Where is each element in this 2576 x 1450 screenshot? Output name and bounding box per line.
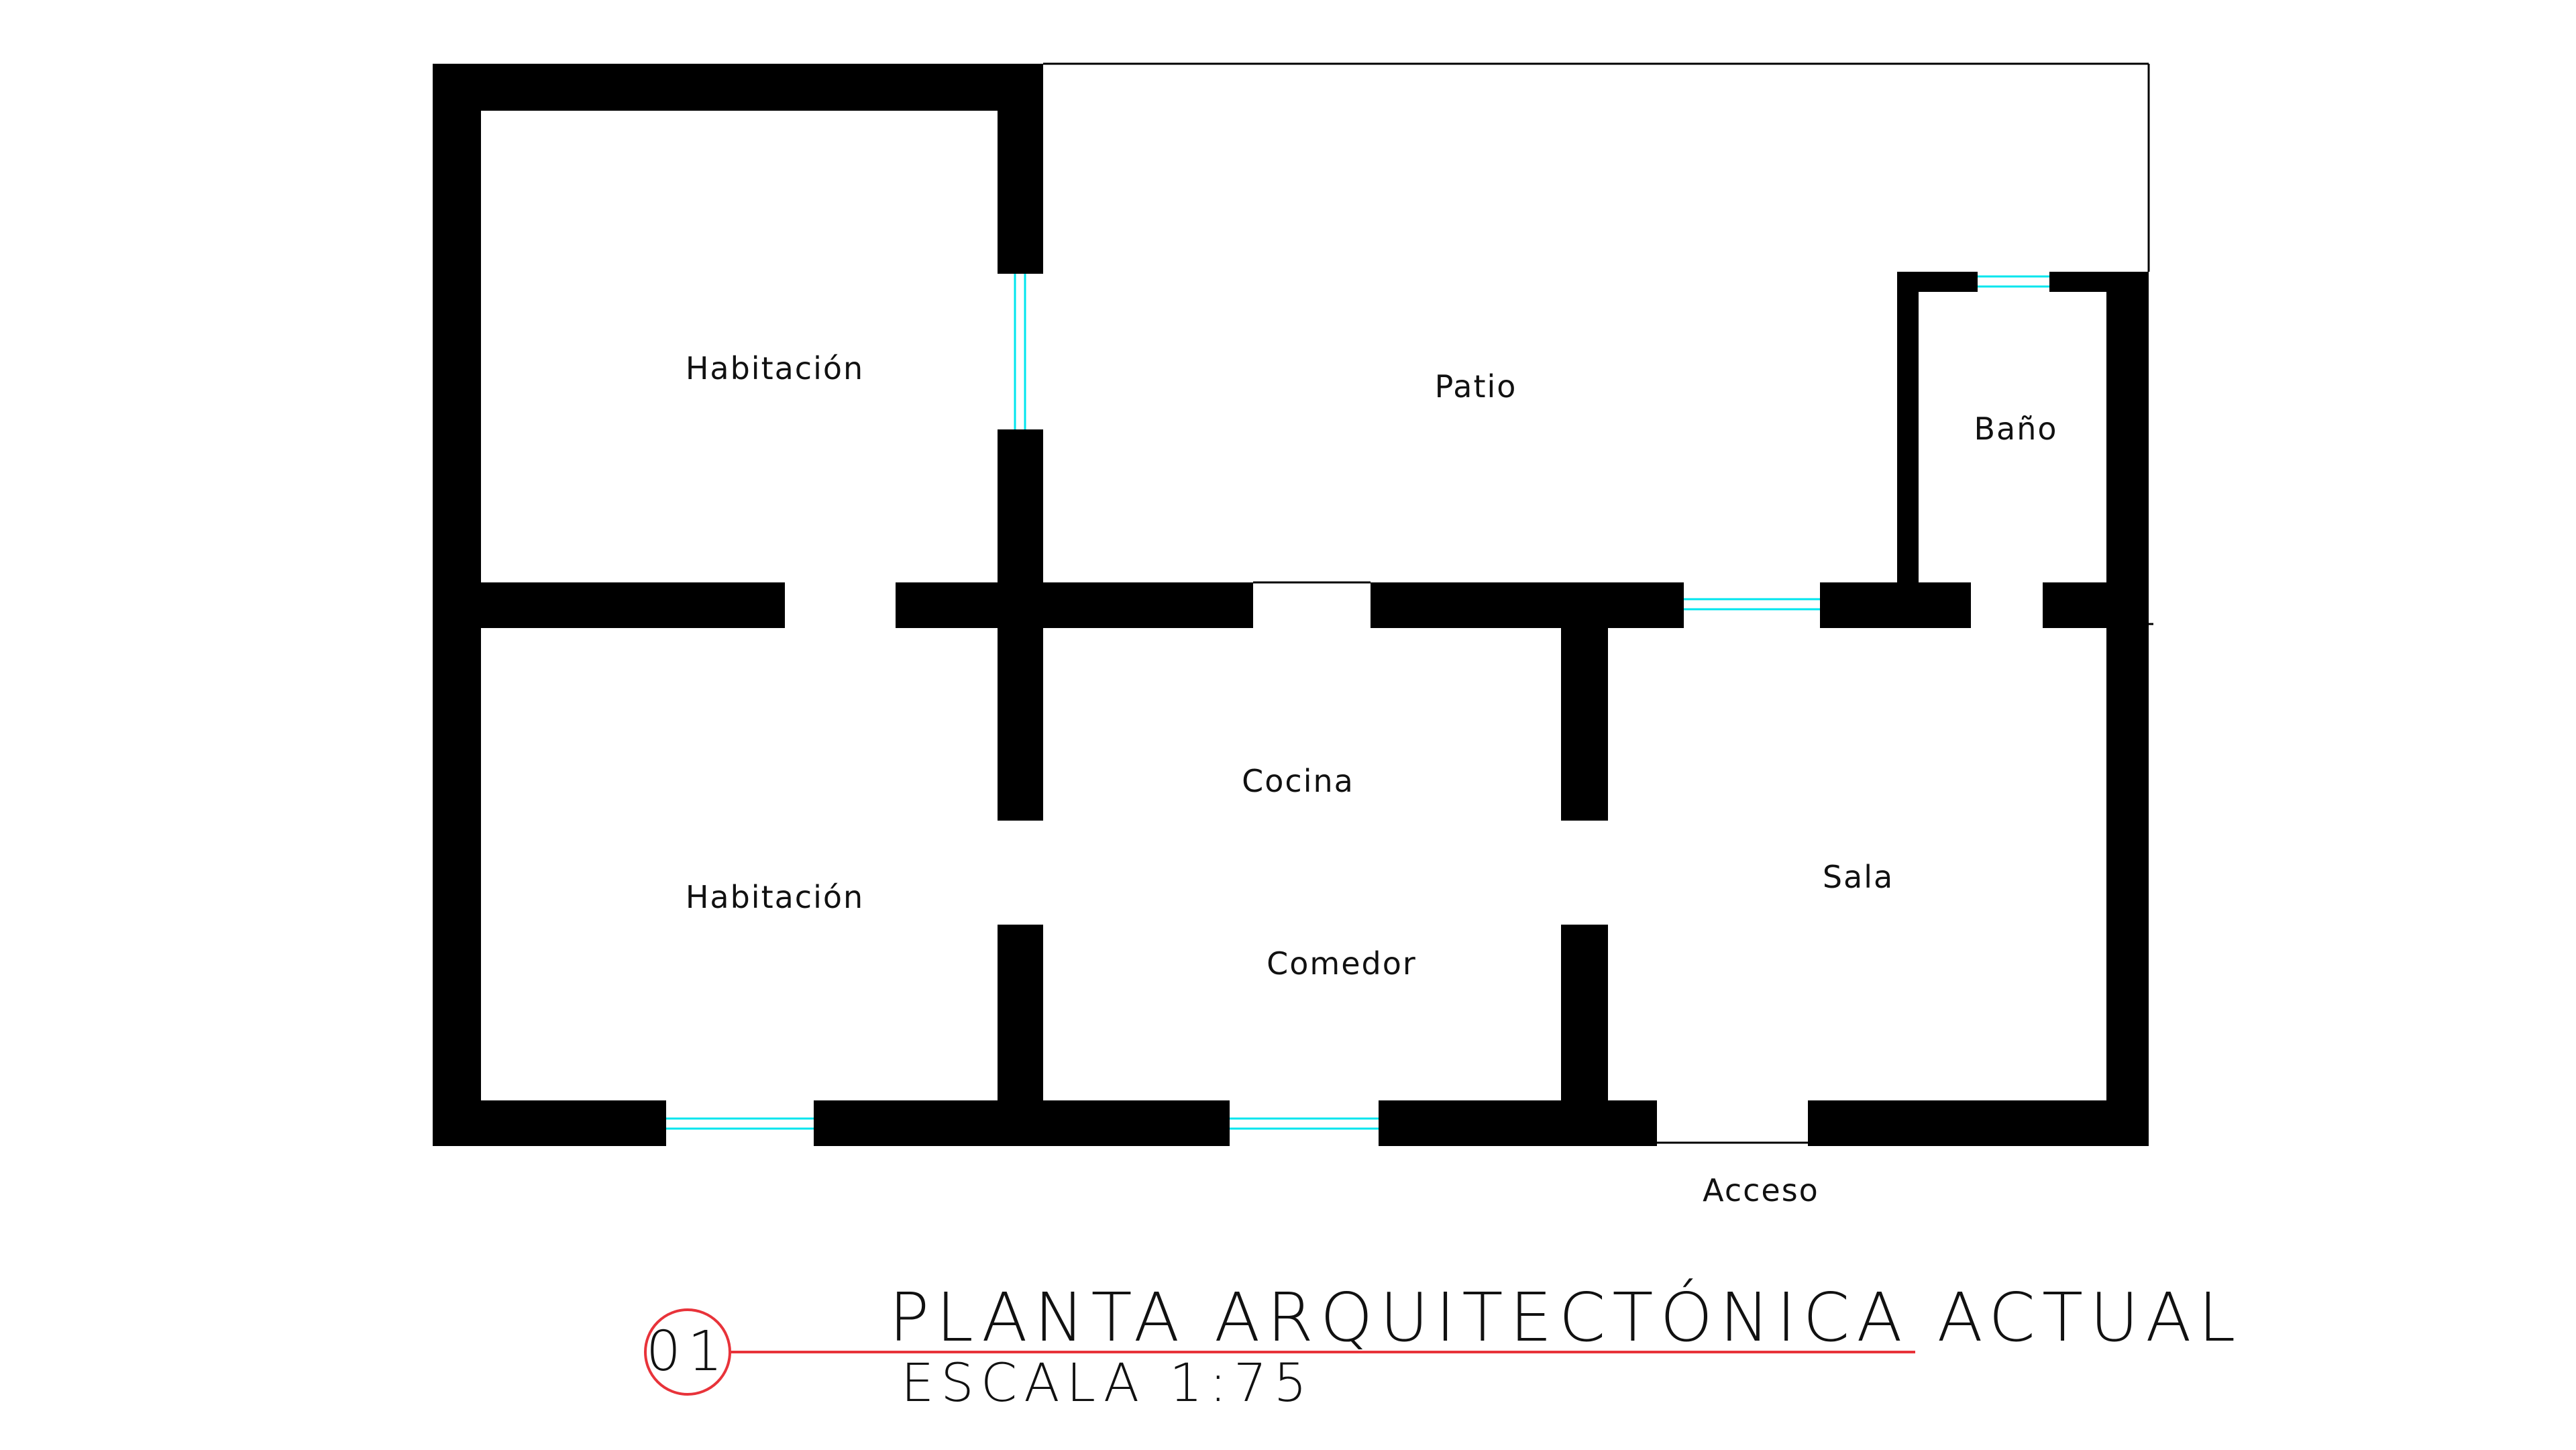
window-bano bbox=[1978, 275, 2049, 288]
label-sala: Sala bbox=[1823, 859, 1894, 895]
title-block: 01 PLANTA ARQUITECTÓNICA ACTUAL ESCALA 1… bbox=[644, 1278, 2242, 1414]
label-cocina: Cocina bbox=[1242, 763, 1354, 799]
drawing-number: 01 bbox=[646, 1320, 729, 1384]
wall-cocina-left-upper bbox=[998, 582, 1043, 821]
label-bano: Baño bbox=[1974, 411, 2057, 447]
label-habitacion-top: Habitación bbox=[686, 350, 864, 386]
wall-bottom-1 bbox=[433, 1100, 666, 1146]
window-sala-patio bbox=[1684, 598, 1820, 611]
wall-bottom-2 bbox=[814, 1100, 1230, 1146]
window-habitacion-patio bbox=[1014, 274, 1026, 429]
wall-habitacion-patio-upper bbox=[998, 64, 1043, 274]
wall-middle-3 bbox=[1371, 582, 1684, 628]
window-habitacion-bottom bbox=[666, 1117, 814, 1130]
wall-bottom-3 bbox=[1379, 1100, 1657, 1146]
window-comedor bbox=[1230, 1117, 1379, 1130]
drawing-scale: ESCALA 1:75 bbox=[901, 1353, 1313, 1414]
wall-middle-2 bbox=[896, 582, 1253, 628]
label-habitacion-bottom: Habitación bbox=[686, 879, 864, 915]
walls bbox=[433, 64, 2149, 1146]
wall-top-left bbox=[433, 64, 1043, 111]
wall-bottom-4 bbox=[1808, 1100, 2149, 1146]
wall-right bbox=[2106, 272, 2149, 1146]
label-patio: Patio bbox=[1435, 368, 1517, 405]
patio-boundary bbox=[1043, 62, 2153, 1144]
windows bbox=[666, 274, 2049, 1130]
wall-middle-1 bbox=[433, 582, 785, 628]
label-comedor: Comedor bbox=[1267, 945, 1417, 982]
wall-middle-4 bbox=[1820, 582, 1971, 628]
label-acceso: Acceso bbox=[1703, 1172, 1819, 1208]
wall-cocina-right-upper bbox=[1561, 582, 1608, 821]
drawing-title: PLANTA ARQUITECTÓNICA ACTUAL bbox=[889, 1278, 2242, 1357]
wall-bano-left bbox=[1897, 272, 1919, 627]
